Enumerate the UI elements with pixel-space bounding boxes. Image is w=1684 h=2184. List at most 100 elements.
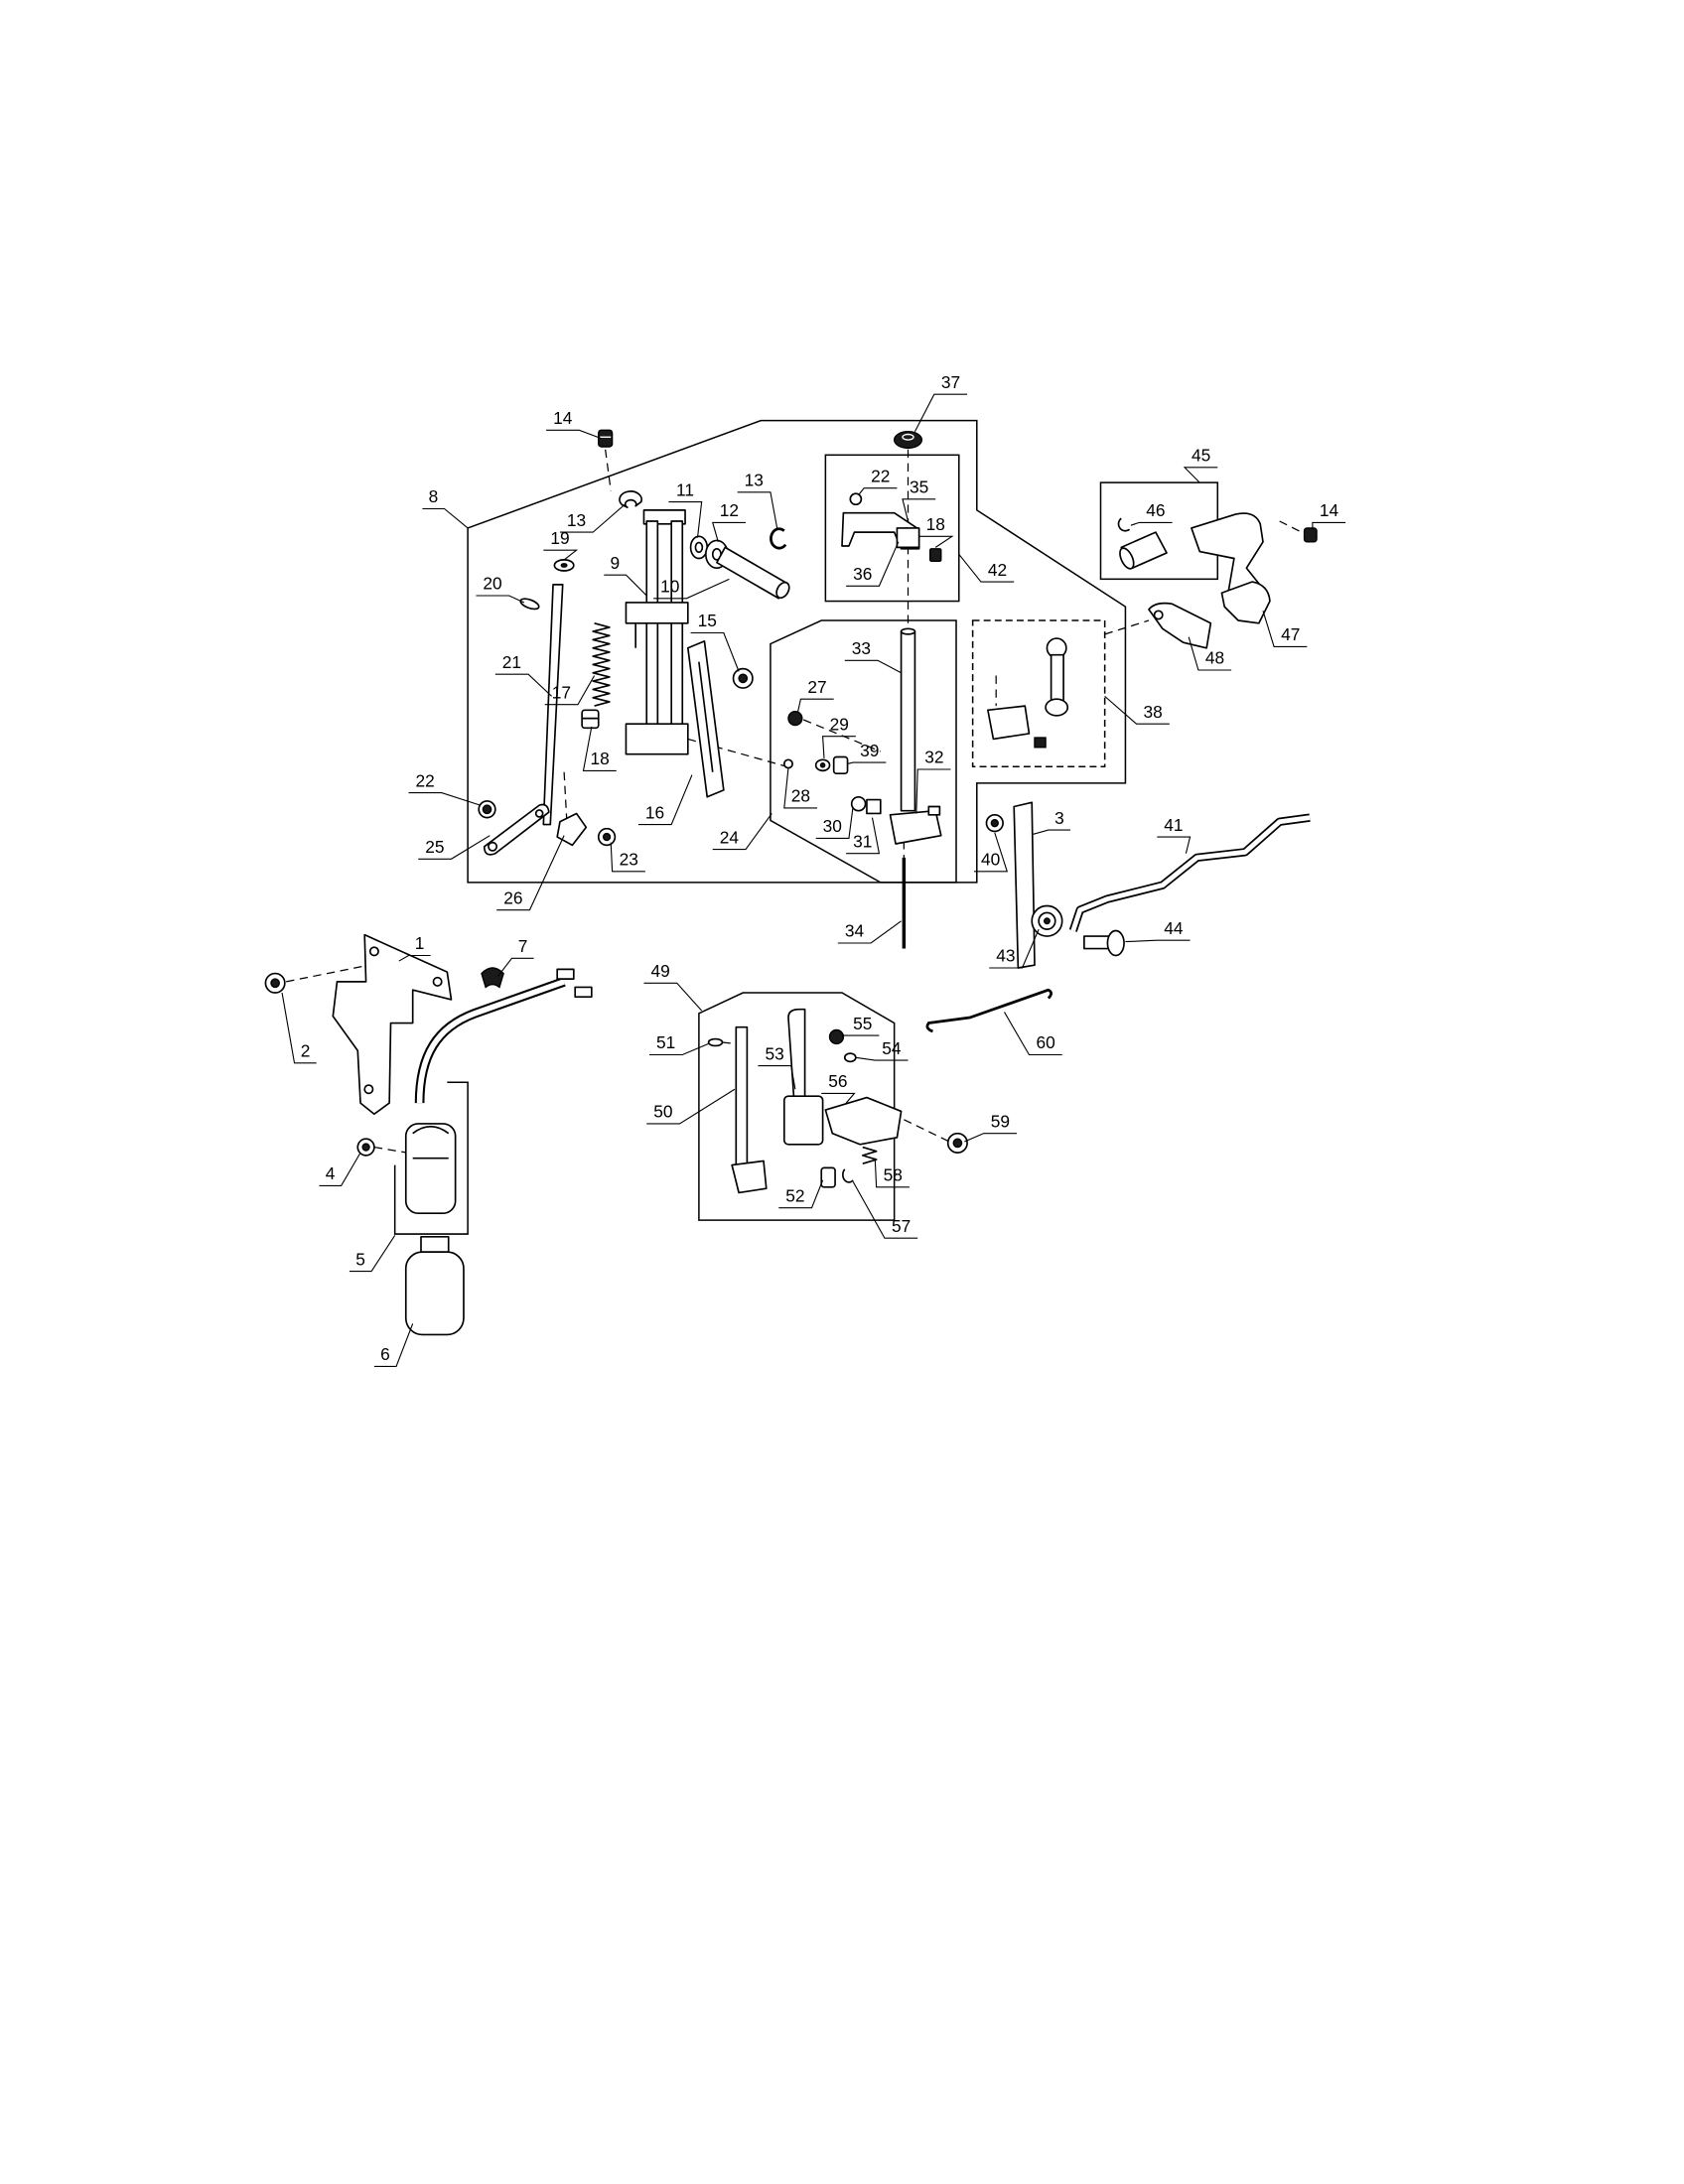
- part-14-screw-right: [1303, 527, 1318, 543]
- leader-line: [989, 928, 1040, 969]
- callout: 47: [1262, 611, 1308, 647]
- axis-line: [1104, 619, 1150, 635]
- leader-line: [604, 574, 647, 597]
- part-57-clip: [842, 1168, 854, 1183]
- callout-number: 25: [425, 837, 444, 857]
- part-58-spring: [861, 1146, 878, 1165]
- part-32-clamp: [889, 805, 942, 845]
- part-17-spring: [592, 621, 611, 707]
- callout: 10: [653, 577, 730, 600]
- part-13-clip-left: [619, 490, 642, 508]
- callout-number: 34: [845, 921, 865, 941]
- callout: 30: [815, 806, 854, 839]
- leader-line: [582, 726, 617, 771]
- callout: 13: [559, 503, 626, 533]
- leader-line: [815, 806, 854, 839]
- callout-number: 31: [853, 831, 872, 851]
- leader-line: [610, 842, 645, 873]
- callout-number: 8: [429, 486, 439, 506]
- callout-number: 57: [892, 1216, 911, 1236]
- callout-number: 27: [807, 677, 826, 697]
- callout: 46: [1130, 500, 1173, 526]
- part-60-wire: [925, 988, 1052, 1033]
- callout-number: 11: [676, 479, 694, 499]
- part-30-washer: [850, 795, 867, 812]
- callout: 34: [837, 920, 902, 944]
- callout-number: 4: [326, 1163, 336, 1183]
- callout: 22: [408, 770, 481, 806]
- group-24-outline: [770, 619, 957, 884]
- leader-line: [846, 817, 881, 855]
- callout: 28: [783, 767, 818, 809]
- leader-line: [974, 832, 1009, 873]
- callout-number: 46: [1146, 500, 1165, 520]
- callout: 26: [496, 835, 565, 911]
- leader-line: [1188, 636, 1232, 671]
- callout-number: 54: [882, 1038, 902, 1058]
- leader-line: [783, 767, 818, 809]
- group-outlines: [393, 419, 1219, 1235]
- callout-number: 41: [1164, 815, 1183, 835]
- callout: 18: [918, 514, 954, 548]
- callout: 58: [874, 1158, 910, 1188]
- leader-line: [646, 1088, 736, 1125]
- callout: 38: [1104, 695, 1170, 725]
- axis-line: [563, 771, 568, 822]
- callout: 5: [349, 1235, 396, 1273]
- callout: 53: [758, 1043, 796, 1090]
- part-47-crank: [1220, 581, 1271, 624]
- callout-number: 33: [852, 638, 871, 658]
- leader-line: [544, 675, 596, 706]
- leader-line: [1262, 611, 1308, 647]
- callout-number: 21: [502, 652, 521, 672]
- leader-line: [822, 736, 856, 758]
- callout-number: 13: [745, 471, 764, 490]
- callout-number: 56: [828, 1071, 847, 1091]
- callout-number: 26: [503, 887, 522, 907]
- leader-line: [855, 1056, 909, 1061]
- part-13-clip-right: [770, 527, 787, 550]
- leader-line: [902, 498, 936, 522]
- callout: 36: [846, 541, 900, 587]
- part-26-bracket: [556, 812, 588, 847]
- leader-line: [1033, 829, 1071, 835]
- leader-line: [712, 813, 772, 851]
- callout-number: 2: [301, 1041, 311, 1061]
- leader-line: [349, 1235, 396, 1273]
- callout-number: 22: [871, 466, 890, 485]
- part-19-washer: [553, 559, 575, 572]
- callout-number: 55: [853, 1014, 872, 1033]
- part-54-spring: [843, 1052, 857, 1063]
- callout-number: 18: [926, 514, 945, 534]
- part-37-nut: [893, 431, 923, 450]
- part-1-bracket: [332, 933, 453, 1116]
- callout: 1: [398, 933, 431, 962]
- part-33-shaft: [900, 627, 916, 812]
- part-31-block: [866, 798, 882, 815]
- leader-line: [281, 992, 317, 1064]
- callout: 51: [649, 1032, 709, 1056]
- part-10-pin: [716, 546, 790, 600]
- callout-number: 28: [791, 786, 810, 806]
- leader-line: [653, 578, 730, 600]
- leader-line: [852, 1181, 918, 1239]
- callout-number: 14: [1320, 500, 1339, 520]
- callout: 56: [821, 1071, 856, 1104]
- callout: 18: [582, 726, 617, 771]
- callout: 39: [847, 741, 887, 764]
- callout-number: 12: [720, 500, 739, 520]
- part-16-plate: [686, 639, 725, 798]
- leader-line: [778, 1179, 824, 1209]
- leader-line: [494, 673, 553, 697]
- callout: 13: [737, 471, 778, 530]
- callout-number: 51: [656, 1032, 675, 1052]
- callout: 55: [842, 1014, 880, 1036]
- callout: 19: [543, 528, 579, 561]
- callout-number: 19: [550, 528, 569, 548]
- callout: 48: [1188, 636, 1232, 671]
- leader-line: [858, 487, 898, 495]
- callout: 20: [476, 574, 525, 604]
- group-8-outline: [467, 419, 1127, 884]
- axis-line: [802, 719, 882, 752]
- leader-line: [1183, 467, 1218, 483]
